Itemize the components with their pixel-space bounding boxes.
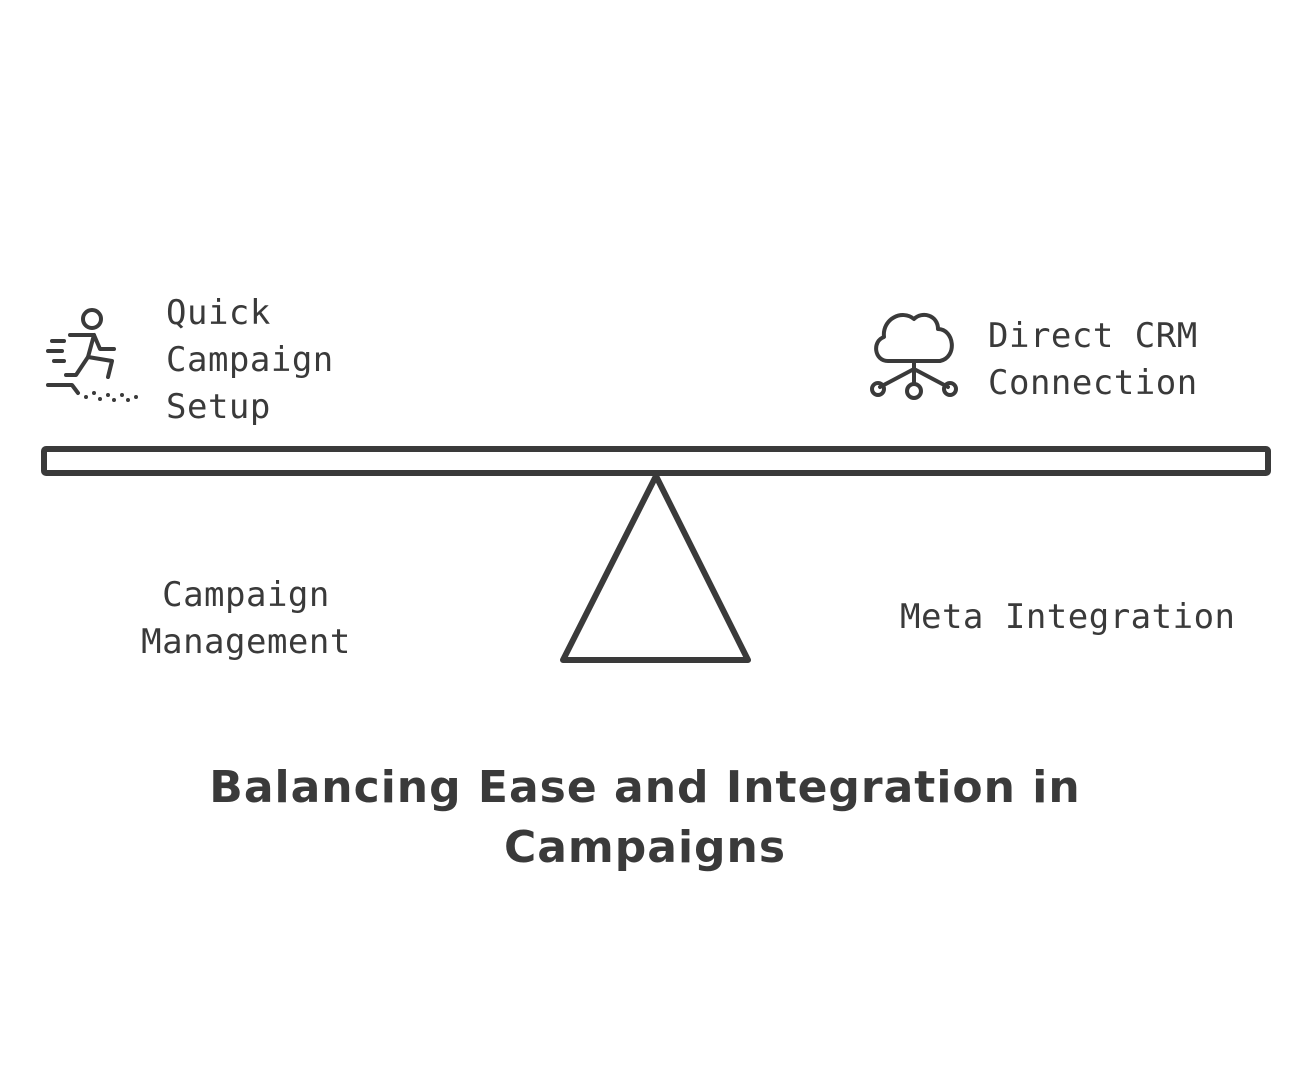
label-line: Campaign <box>166 340 334 380</box>
campaign-management-label: Campaign Management <box>106 572 386 666</box>
label-line: Meta Integration <box>900 597 1236 637</box>
title-line: Balancing Ease and Integration in <box>209 762 1081 813</box>
title-line: Campaigns <box>503 822 787 873</box>
meta-integration-label: Meta Integration <box>900 594 1236 641</box>
label-line: Management <box>141 622 351 662</box>
running-person-icon <box>46 308 138 402</box>
label-line: Setup <box>166 387 271 427</box>
label-line: Connection <box>988 363 1198 403</box>
diagram-title: Balancing Ease and Integration in Campai… <box>0 758 1290 878</box>
label-line: Campaign <box>162 575 330 615</box>
cloud-network-icon <box>870 312 958 400</box>
quick-campaign-setup-label: Quick Campaign Setup <box>166 290 334 431</box>
seesaw-fulcrum <box>560 473 751 663</box>
label-line: Quick <box>166 293 271 333</box>
label-line: Direct CRM <box>988 316 1198 356</box>
seesaw-beam <box>41 446 1271 476</box>
direct-crm-connection-label: Direct CRM Connection <box>988 313 1198 407</box>
